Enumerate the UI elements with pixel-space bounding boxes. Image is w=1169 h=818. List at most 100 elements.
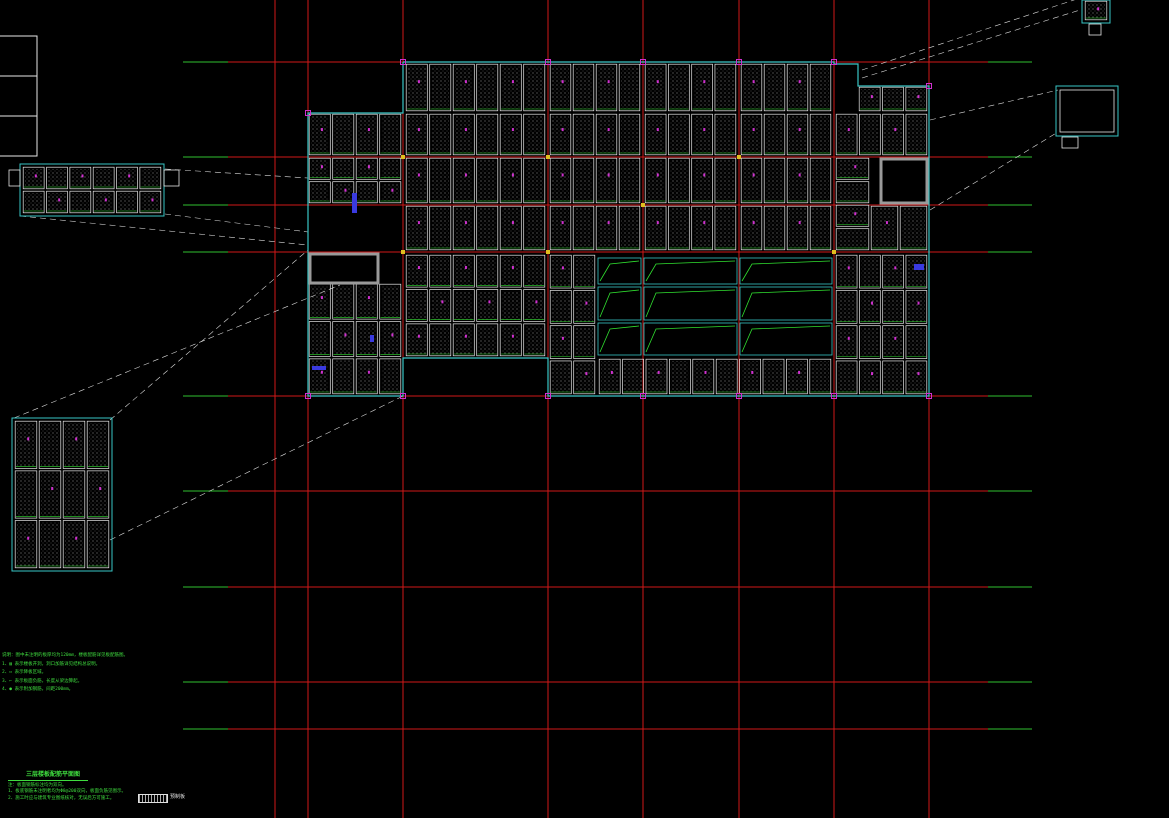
slab-panel <box>573 290 596 324</box>
panel-hatch <box>861 116 879 153</box>
rebar-mark <box>561 80 564 84</box>
slab-panel <box>691 113 713 156</box>
panel-hatch <box>766 160 783 201</box>
panel-hatch <box>65 472 83 517</box>
slab-panel <box>809 63 832 112</box>
green-axis-grid <box>183 61 1032 730</box>
rebar-mark <box>535 300 538 304</box>
panel-hatch <box>358 323 376 355</box>
rebar-mark <box>561 128 564 132</box>
panel-hatch <box>525 116 543 153</box>
panel-hatch <box>71 169 89 187</box>
detail-tab <box>1088 23 1102 36</box>
slab-panel <box>22 190 45 214</box>
panel-hatch <box>621 66 638 109</box>
slab-panel <box>618 63 641 112</box>
rebar-mark <box>894 336 897 340</box>
slab-panel <box>476 113 499 156</box>
slab-panel <box>835 228 870 251</box>
panel-hatch <box>358 116 376 153</box>
rebar-mark <box>561 173 564 177</box>
panel-hatch <box>766 116 783 153</box>
panel-hatch <box>502 116 520 153</box>
rebar-mark <box>752 80 755 84</box>
panel-hatch <box>334 360 352 392</box>
panel-hatch <box>575 116 592 153</box>
rebar-mark <box>871 301 874 305</box>
slab-panel <box>476 157 499 204</box>
panel-hatch <box>455 116 473 153</box>
slab-panel <box>763 113 786 156</box>
panel-hatch <box>552 327 570 357</box>
panel-hatch <box>598 160 615 201</box>
slab-panel <box>355 157 378 180</box>
slope-line <box>599 289 640 318</box>
slab-panel <box>499 254 522 288</box>
slab-panel <box>882 113 904 156</box>
slab-opening <box>308 252 380 285</box>
panel-hatch <box>766 208 783 248</box>
slope-line <box>645 289 736 318</box>
panel-hatch <box>884 89 902 109</box>
panel-hatch <box>381 360 399 392</box>
slab-panel <box>549 205 572 251</box>
panel-hatch <box>358 183 376 201</box>
rebar-mark <box>99 487 102 491</box>
panel-hatch <box>716 116 734 153</box>
panel-hatch <box>17 423 35 467</box>
panel-hatch <box>716 208 734 248</box>
slab-panel <box>429 157 452 204</box>
slab-panel <box>763 157 786 204</box>
panel-hatch <box>575 66 592 109</box>
detail-tab <box>163 169 180 187</box>
rebar-mark <box>27 437 30 441</box>
slab-panel <box>452 205 475 251</box>
panel-hatch <box>25 169 43 187</box>
detail-frame <box>1055 85 1119 137</box>
leader-line <box>861 9 1081 79</box>
rebar-mark <box>656 80 659 84</box>
slab-panel <box>618 113 641 156</box>
slab-panel <box>692 358 715 395</box>
leader-line <box>929 131 1059 211</box>
panel-hatch <box>502 160 520 201</box>
rebar-mark <box>847 266 850 270</box>
rebar-mark <box>391 333 394 337</box>
slab-panel <box>452 63 475 112</box>
panel-hatch <box>95 193 113 211</box>
rebar-mark <box>607 128 610 132</box>
slab-panel <box>499 113 522 156</box>
slab-panel <box>14 420 38 469</box>
slab-panel <box>572 113 595 156</box>
rebar-mark <box>511 80 514 84</box>
panel-hatch <box>334 323 352 355</box>
slab-panel <box>859 325 881 359</box>
panel-hatch <box>41 472 59 517</box>
slab-panel <box>905 254 928 289</box>
panel-hatch <box>884 257 902 287</box>
panel-hatch <box>838 257 856 287</box>
rebar-mark <box>847 336 850 340</box>
panel-hatch <box>812 160 829 201</box>
slab-panel <box>38 470 62 519</box>
panel-hatch <box>552 292 570 322</box>
legend-hatch-label: 预制板 <box>170 794 186 800</box>
slope-line <box>741 325 831 353</box>
blue-marker <box>312 366 326 370</box>
slab-panel <box>549 63 572 112</box>
rebar-mark <box>417 266 420 270</box>
panel-hatch <box>48 193 66 211</box>
frame-border-left <box>0 35 38 157</box>
panel-hatch <box>89 522 107 566</box>
panel-hatch <box>838 207 867 225</box>
slab-panel <box>379 321 402 357</box>
slope-zone <box>643 322 738 356</box>
slab-panel <box>691 63 713 112</box>
panel-hatch <box>812 116 829 153</box>
panel-hatch <box>789 116 806 153</box>
rebar-mark <box>917 95 920 99</box>
rebar-mark <box>854 165 857 169</box>
panel-hatch <box>575 362 593 392</box>
slab-panel <box>62 470 86 519</box>
panel-hatch <box>884 362 902 392</box>
